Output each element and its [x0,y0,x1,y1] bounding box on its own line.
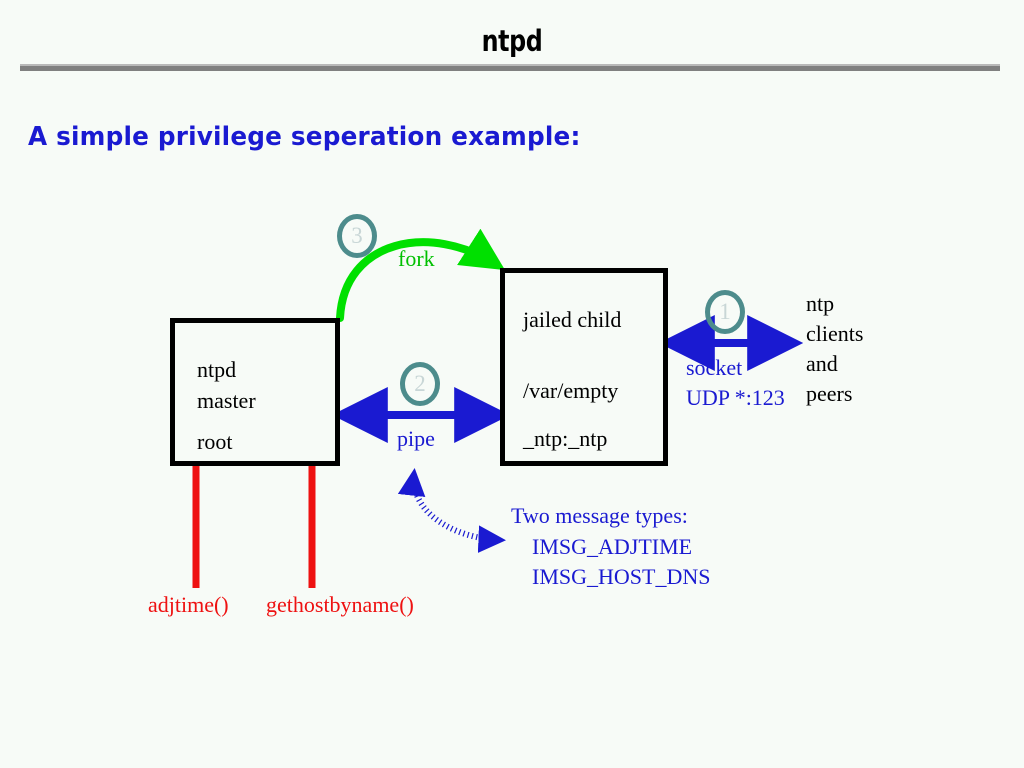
message-type-2: IMSG_HOST_DNS [532,564,711,589]
step-badge-2: 2 [400,362,440,406]
fork-arrow [336,228,506,322]
child-line-3: _ntp:_ntp [523,426,608,451]
step-badge-3-label: 3 [351,223,363,248]
fork-label: fork [398,246,435,271]
child-line-2: /var/empty [523,378,619,403]
socket-label-line2: UDP *:123 [686,385,785,410]
adjtime-label: adjtime() [148,592,229,617]
gethostbyname-label: gethostbyname() [266,592,414,617]
step-badge-3: 3 [337,214,377,258]
peers-line-2: clients [806,321,864,346]
slide-subtitle: A simple privilege seperation example: [28,122,581,152]
master-line-1: ntpd [197,357,237,382]
peers-line-1: ntp [806,291,835,316]
master-line-3: root [197,429,233,454]
step-badge-2-label: 2 [414,371,426,396]
message-callout-arrow [397,468,506,553]
message-type-1: IMSG_ADJTIME [532,534,693,559]
peers-line-4: peers [806,381,853,406]
pipe-label: pipe [397,426,435,451]
peers-line-3: and [806,351,838,376]
message-types-heading: Two message types: [511,503,688,528]
ntpd-master-box[interactable]: ntpd master root [170,318,340,466]
child-line-1: jailed child [523,307,622,332]
step-badge-1: 1 [705,290,745,334]
jailed-child-box[interactable]: jailed child /var/empty _ntp:_ntp [500,268,668,466]
socket-label-line1: socket [686,355,743,380]
page-title: ntpd [481,24,543,58]
master-line-2: master [197,388,256,413]
title-divider [20,64,1000,71]
step-badge-1-label: 1 [719,299,731,324]
